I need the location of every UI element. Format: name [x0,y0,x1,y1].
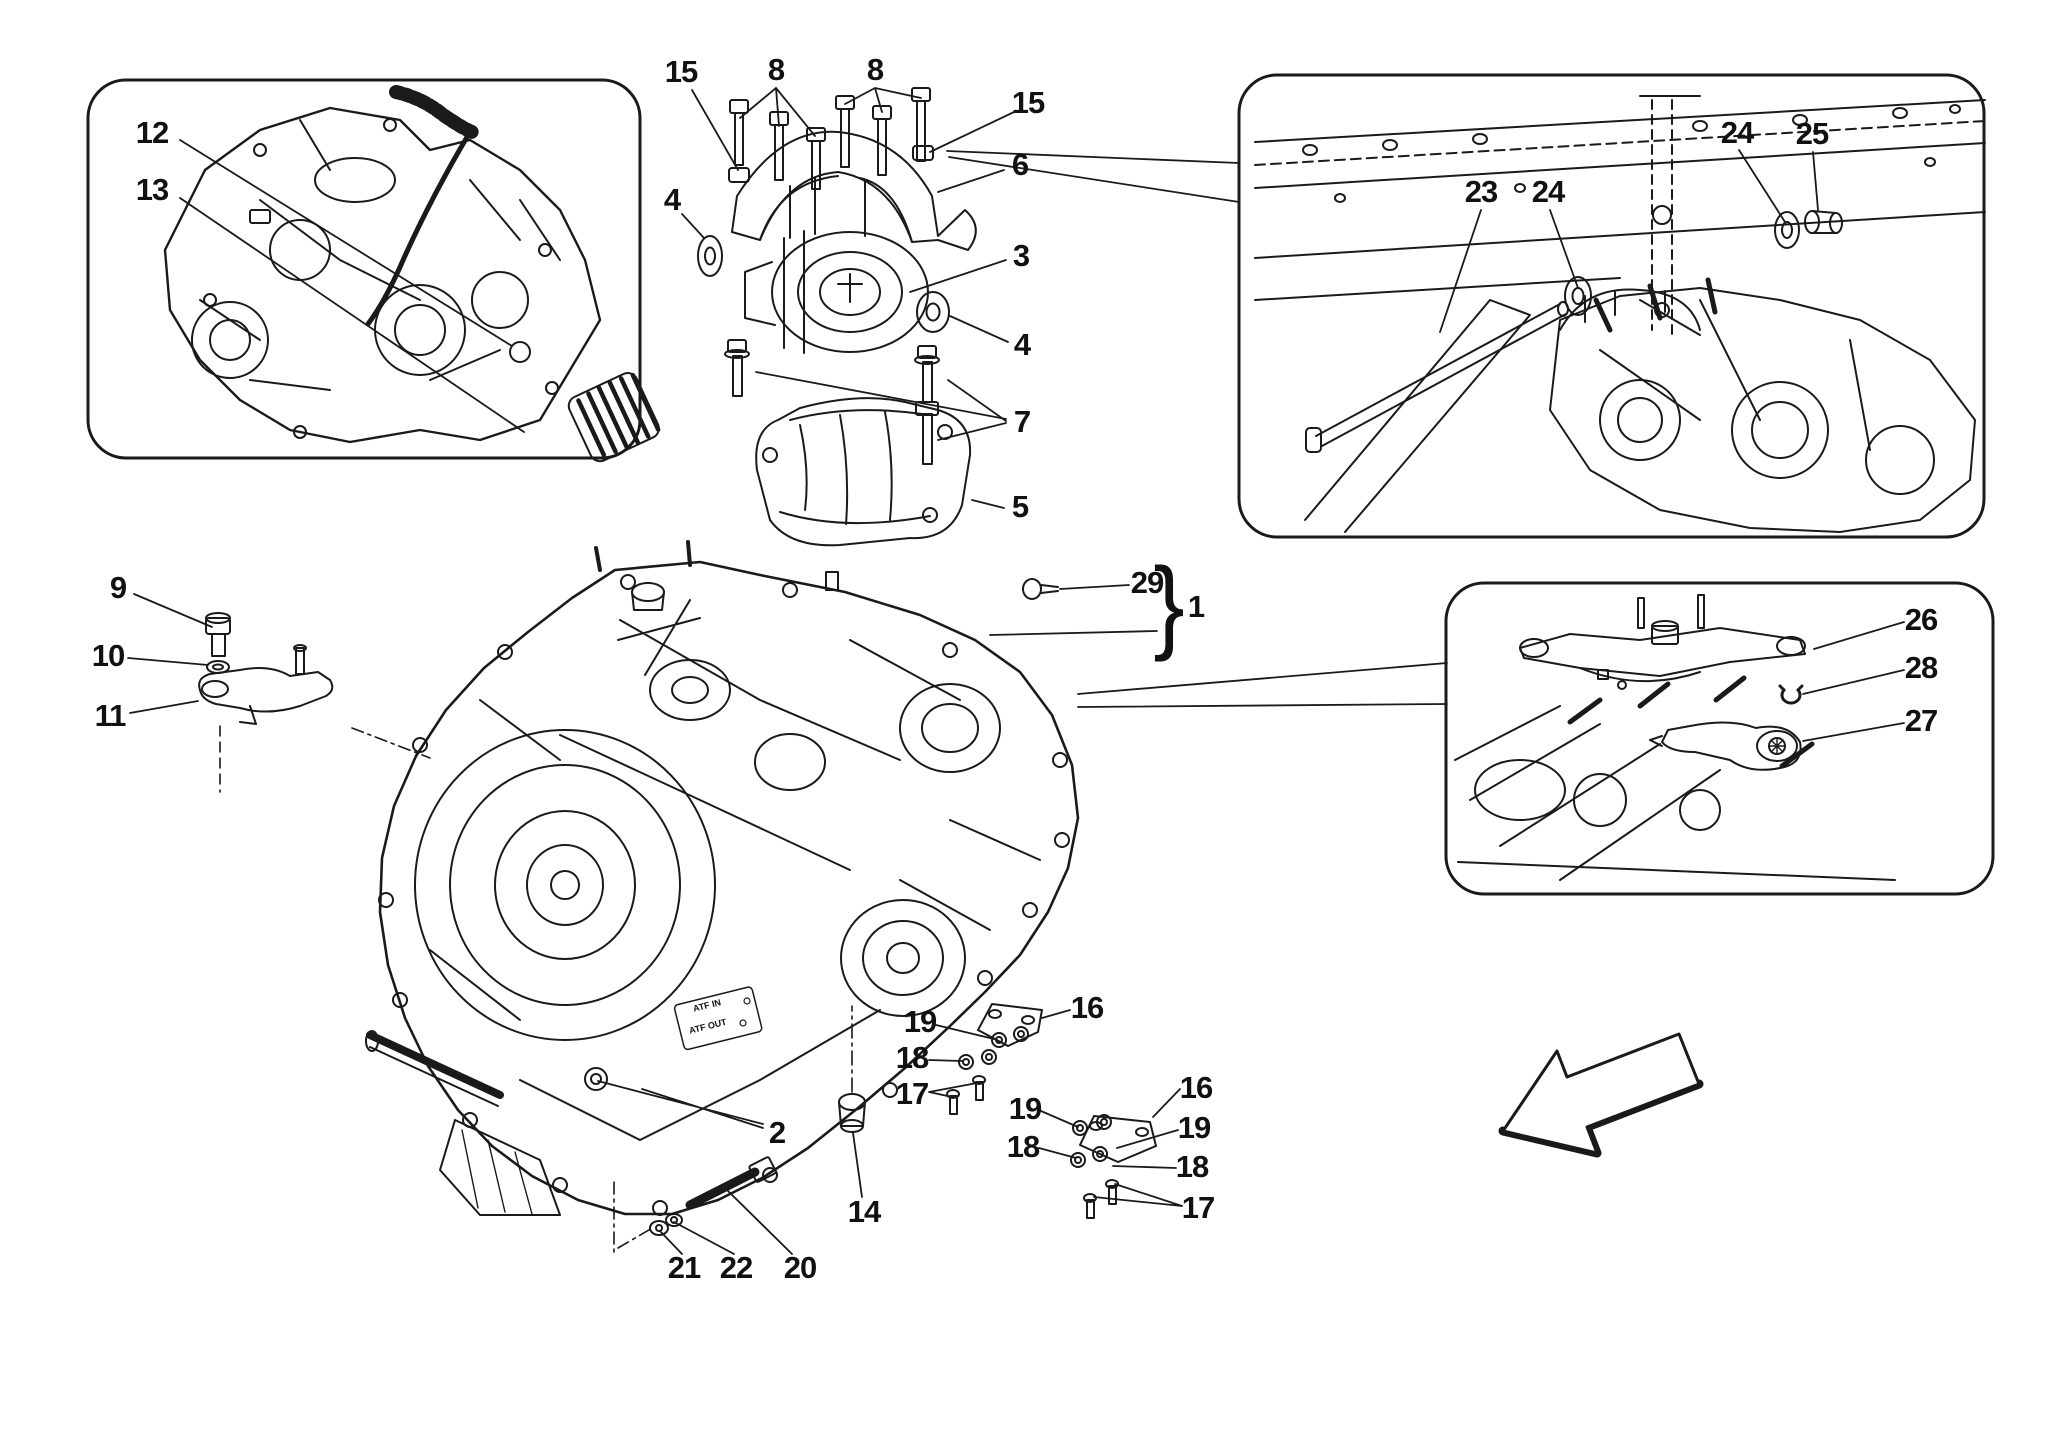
coil-spring-detail [565,370,662,465]
main-gearbox-art [199,542,1078,1252]
nut-15a [729,168,749,182]
washer-4b [917,292,949,332]
bracket-11-art [199,645,430,792]
washer-24b-art [1775,212,1799,248]
mount-bracket-5 [756,398,970,545]
bolt-7b [915,346,939,402]
chassis-frame-art [1255,96,1985,532]
nut-15b [913,146,933,160]
inset-pointer-lines [947,151,1447,707]
circlip-28-art [1780,686,1802,703]
washer-4a [698,236,722,276]
bolt-20-art [614,1157,777,1252]
linkage-brackets-art [1455,595,1895,880]
stop-bracket-16b [1080,1116,1156,1162]
engine-mount-assembly-art [698,88,976,545]
torque-rod-23 [1306,302,1568,452]
direction-arrow [1503,1034,1699,1153]
gearbox-overview-art [165,92,662,465]
mount-cover-6 [732,132,976,250]
lever-27-art [1650,722,1801,769]
bolt-bosses [379,575,1069,1215]
screw-9-art [206,613,230,656]
stop-bracket-16a [978,1004,1042,1046]
engine-mount-3 [745,231,928,353]
inset-box-chassis-frame [1239,75,1984,537]
screw-29-art [1023,579,1058,599]
bushing-25-art [1805,211,1842,233]
bracket-26-art [1520,595,1805,689]
leader-lines [128,88,1904,1254]
plug-14-art [839,1006,865,1132]
bolt-7a [725,340,749,396]
inset-box-gearbox-overview [88,80,640,458]
inset-box-linkage [1446,583,1993,894]
